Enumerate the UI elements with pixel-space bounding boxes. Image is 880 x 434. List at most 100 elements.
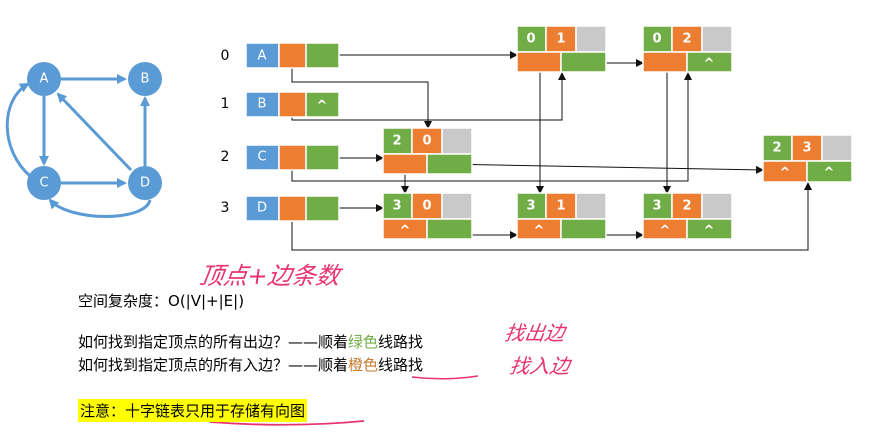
arc-0-1-tail-text: 0	[526, 32, 535, 47]
annotation-vertices-edges: 顶点+边条数	[197, 262, 342, 290]
edge-d-a	[56, 92, 133, 172]
space-complexity-label: 空间复杂度：	[78, 292, 169, 310]
arc-2-0-head-text: 0	[422, 134, 431, 149]
vertex-b-data	[245, 91, 280, 118]
arc-node-0-1: 0 1	[516, 25, 607, 73]
arc-node-0-2: 0 2 ^	[642, 25, 733, 73]
question-out-prefix: 如何找到指定顶点的所有出边？——顺着	[78, 333, 349, 351]
graph-node-a	[27, 62, 61, 96]
note-line: 注意：十字链表只用于存储有向图	[78, 399, 308, 422]
arc-2-3-tlink	[806, 160, 853, 183]
arc-node-3-1: 3 1 ^	[516, 192, 607, 240]
vertex-c-firstin	[278, 144, 307, 171]
arc-3-1-hlink-null: ^	[534, 224, 545, 239]
directed-graph: A B C D	[5, 62, 162, 218]
question-out-suffix: 线路找	[378, 333, 424, 351]
edge-c-a	[5, 82, 31, 178]
arc-3-2-head-text: 2	[682, 199, 691, 214]
space-complexity-value: O(|V|+|E|)	[168, 292, 245, 310]
arc-3-1-tlink	[560, 218, 607, 240]
vertex-index-1: 1	[221, 96, 230, 112]
link-a-in	[291, 64, 432, 129]
arc-3-1-head	[545, 192, 577, 220]
arc-3-2-hlink-null: ^	[660, 224, 671, 239]
graph-node-b-label: B	[141, 72, 150, 87]
arc-3-2-tail	[642, 192, 673, 220]
vertex-d-firstin	[278, 195, 307, 222]
vertex-b-firstout	[305, 91, 340, 118]
arc-0-2-tlink	[686, 51, 733, 73]
graph-node-d	[128, 166, 162, 200]
edge-d-c	[48, 198, 152, 218]
arc-0-2-tail-text: 0	[652, 32, 661, 47]
arc-0-2-head-text: 2	[682, 32, 691, 47]
graph-node-c-label: C	[39, 176, 48, 191]
underline-orange-stroke	[411, 375, 479, 380]
arc-3-2-tlink	[686, 218, 733, 240]
question-out-edges: 如何找到指定顶点的所有出边？——顺着绿色线路找	[78, 331, 423, 352]
arc-2-3-info	[821, 134, 853, 162]
arc-2-0-tlink	[426, 153, 473, 175]
arc-0-2-tail	[642, 25, 673, 53]
arc-3-1-head-text: 1	[556, 199, 565, 214]
arc-0-2-hlink	[642, 51, 688, 73]
arc-3-1-info	[575, 192, 607, 220]
vertex-table: 0 1 2 3 A B ^ C D	[221, 42, 340, 222]
arc-2-0-tail-text: 2	[392, 134, 401, 149]
arc-3-0-head-text: 0	[422, 199, 431, 214]
arc-2-3-tail-text: 2	[772, 141, 781, 156]
vertex-c-data	[245, 144, 280, 171]
arc-2-0-tail	[382, 127, 413, 155]
space-complexity-line: 空间复杂度：O(|V|+|E|)	[78, 290, 244, 311]
arc-node-3-0: 3 0 ^	[382, 192, 473, 240]
arc-3-1-tail	[516, 192, 547, 220]
question-in-edges: 如何找到指定顶点的所有入边？——顺着橙色线路找	[78, 354, 423, 375]
vertex-b-label: B	[258, 97, 267, 112]
graph-node-d-label: D	[140, 176, 150, 191]
arc-0-2-tlink-null: ^	[704, 57, 715, 72]
vertex-a-firstin	[278, 42, 307, 69]
note-emphasis: 只用于存储有向图	[185, 402, 306, 420]
vertex-a-data	[245, 42, 280, 69]
question-out-color: 绿色	[348, 333, 379, 351]
link-c-in	[291, 72, 692, 182]
vertex-d-label: D	[257, 201, 267, 216]
arc-3-2-tlink-null: ^	[704, 224, 715, 239]
arc-0-1-head-text: 1	[556, 32, 565, 47]
arc-0-1-info	[575, 25, 607, 53]
vertex-a-firstout	[305, 42, 340, 69]
vertex-b-firstout-null: ^	[317, 99, 328, 114]
arc-2-3-hlink-null: ^	[780, 166, 791, 181]
graph-node-a-label: A	[40, 72, 49, 87]
vertex-d-firstout	[305, 195, 340, 222]
vertex-c-firstout	[305, 144, 340, 171]
arc-3-0-tail-text: 3	[392, 199, 401, 214]
arc-3-2-info	[701, 192, 733, 220]
arc-0-1-hlink	[516, 51, 562, 73]
vertex-index-3: 3	[221, 200, 230, 216]
question-in-suffix: 线路找	[378, 356, 424, 374]
arc-3-1-tail-text: 3	[526, 199, 535, 214]
arc-2-0-info	[441, 127, 473, 155]
annotation-find-in-edges: 找入边	[508, 354, 572, 378]
link-d-in	[291, 182, 812, 251]
arc-0-1-tlink	[560, 51, 607, 73]
arc-node-3-2: 3 2 ^ ^	[642, 192, 733, 240]
note-prefix: 注意：十字链表	[80, 402, 186, 420]
annotation-find-out-edges: 找出边	[503, 321, 567, 345]
arc-3-0-head	[411, 192, 443, 220]
graph-node-c	[27, 166, 61, 200]
arc-3-2-head	[671, 192, 703, 220]
arc-0-2-info	[701, 25, 733, 53]
arc-node-2-3: 2 3 ^ ^	[762, 134, 853, 183]
underline-note-stroke	[209, 420, 365, 426]
arc-3-0-hlink-null: ^	[400, 224, 411, 239]
question-in-color: 橙色	[348, 356, 379, 374]
arc-3-0-info	[441, 192, 473, 220]
arc-3-0-tlink	[426, 218, 473, 240]
arc-3-2-tail-text: 3	[652, 199, 661, 214]
arc-2-3-head-text: 3	[802, 141, 811, 156]
arc-node-2-0: 2 0	[382, 127, 473, 175]
vertex-d-data	[245, 195, 280, 222]
